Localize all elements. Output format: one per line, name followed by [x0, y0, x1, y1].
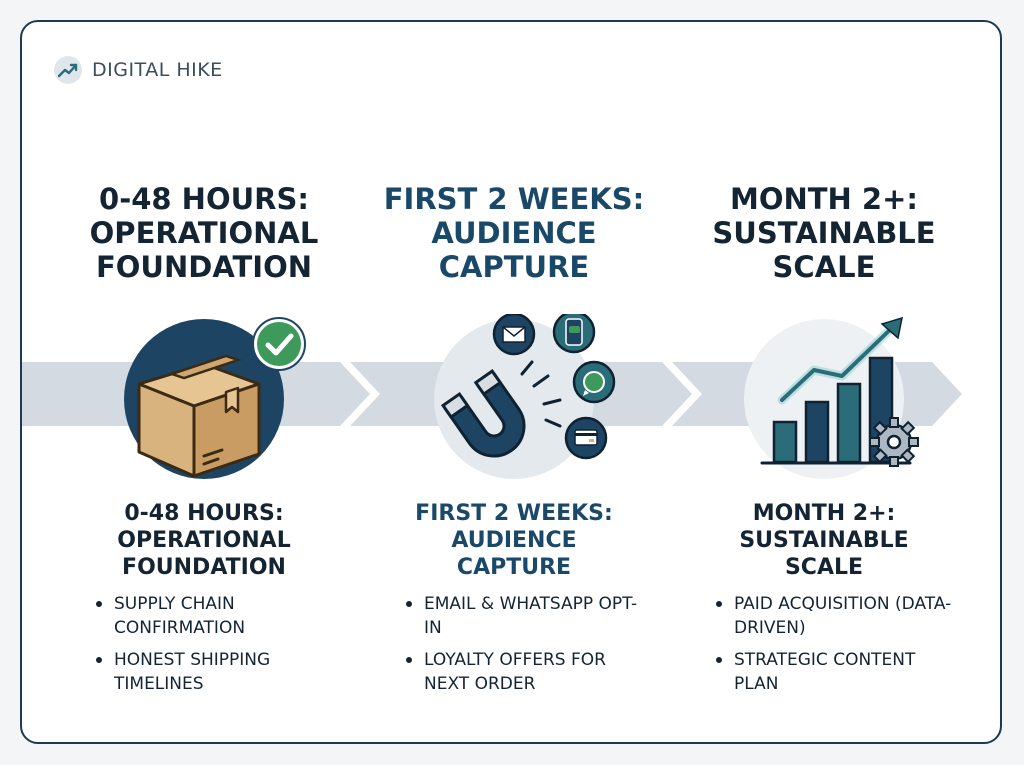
- phase-subheading: MONTH 2+: SUSTAINABLE SCALE: [739, 501, 909, 580]
- phase-heading: MONTH 2+: SUSTAINABLE SCALE: [712, 182, 936, 284]
- list-item: HONEST SHIPPING TIMELINES: [92, 648, 342, 696]
- timeline-card: DIGITAL HIKE 0-48 HOURS: OPERATIONAL FOU…: [20, 20, 1002, 744]
- phase-bullets: EMAIL & WHATSAPP OPT-IN LOYALTY OFFERS F…: [402, 592, 652, 704]
- list-item: EMAIL & WHATSAPP OPT-IN: [402, 592, 652, 640]
- phase-bullets: SUPPLY CHAIN CONFIRMATION HONEST SHIPPIN…: [92, 592, 342, 704]
- phase-heading: 0-48 HOURS: OPERATIONAL FOUNDATION: [89, 182, 319, 284]
- email-icon: [492, 312, 536, 356]
- phase-subheading: 0-48 HOURS: OPERATIONAL FOUNDATION: [117, 501, 291, 580]
- phase-bullets: PAID ACQUISITION (DATA-DRIVEN) STRATEGIC…: [712, 592, 962, 704]
- phase-heading: FIRST 2 WEEKS: AUDIENCE CAPTURE: [383, 182, 645, 284]
- growth-chart-gear-icon: [674, 314, 974, 484]
- phase-1: 0-48 HOURS: OPERATIONAL FOUNDATION: [54, 182, 354, 694]
- brand: DIGITAL HIKE: [54, 56, 223, 84]
- list-item: LOYALTY OFFERS FOR NEXT ORDER: [402, 648, 652, 696]
- list-item: SUPPLY CHAIN CONFIRMATION: [92, 592, 342, 640]
- magnet-channels-icon: [364, 310, 664, 484]
- whatsapp-icon: [572, 360, 616, 404]
- package-check-icon: [54, 314, 354, 484]
- chat-phone-icon: [552, 310, 596, 354]
- list-item: STRATEGIC CONTENT PLAN: [712, 648, 962, 696]
- credit-card-icon: [564, 416, 608, 460]
- brand-name: DIGITAL HIKE: [92, 59, 223, 81]
- phase-subheading: FIRST 2 WEEKS: AUDIENCE CAPTURE: [415, 501, 613, 580]
- trend-up-icon: [54, 56, 82, 84]
- list-item: PAID ACQUISITION (DATA-DRIVEN): [712, 592, 962, 640]
- phase-2: FIRST 2 WEEKS: AUDIENCE CAPTURE: [364, 182, 664, 694]
- phase-3: MONTH 2+: SUSTAINABLE SCALE: [674, 182, 974, 694]
